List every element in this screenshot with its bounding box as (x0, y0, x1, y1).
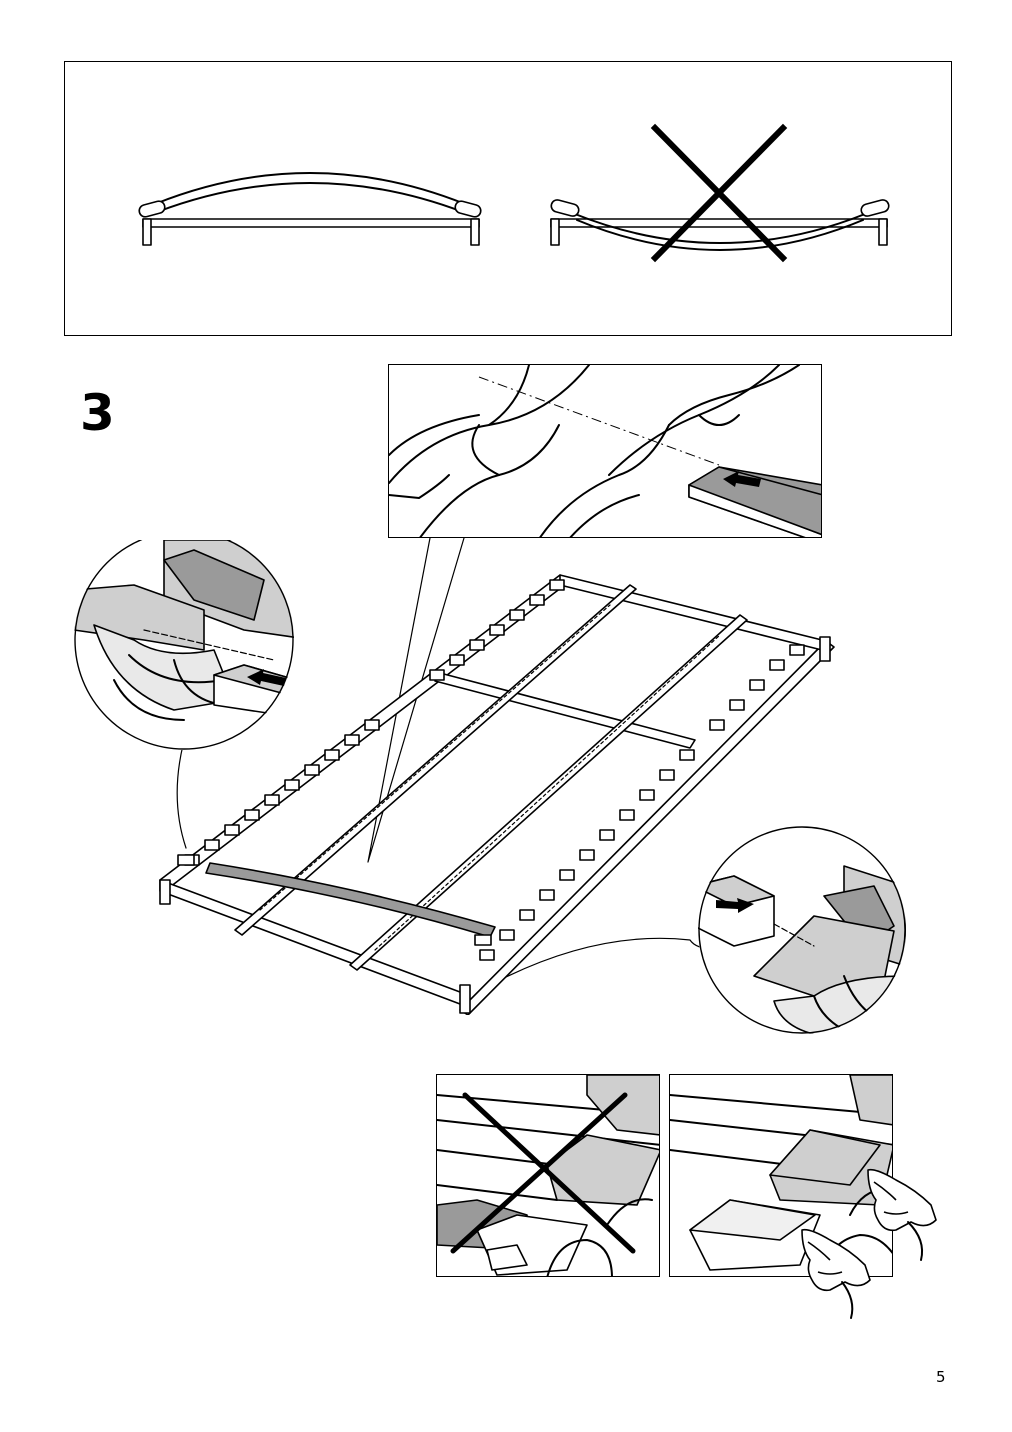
slat-end-piece (688, 466, 821, 537)
arrow-left-icon (723, 471, 761, 487)
curved-slat-correct (138, 172, 482, 246)
hand-pressing-icon (796, 1160, 946, 1320)
zoom-detail-top (388, 364, 822, 538)
cross-mark-icon (450, 1092, 636, 1254)
slat-orientation-panel (64, 61, 952, 336)
slat-holders-left (184, 579, 565, 866)
slat-holders-right (479, 644, 805, 961)
frame-straps (234, 584, 748, 971)
fitting-detail-incorrect (437, 1075, 659, 1276)
arrow-left-icon (247, 669, 286, 686)
arrow-right-icon (716, 898, 754, 913)
step-number: 3 (80, 384, 115, 442)
zoom-detail-right (694, 826, 906, 1036)
cross-mark-icon (650, 123, 788, 263)
correct-fitting-detail (669, 1074, 893, 1277)
sagging-slat-incorrect (550, 199, 890, 251)
zoom-detail-left (74, 540, 314, 760)
bed-frame-illustration (150, 565, 850, 1015)
page-number: 5 (936, 1368, 946, 1386)
incorrect-fitting-detail (436, 1074, 660, 1277)
strap-weave-detail (389, 365, 800, 537)
